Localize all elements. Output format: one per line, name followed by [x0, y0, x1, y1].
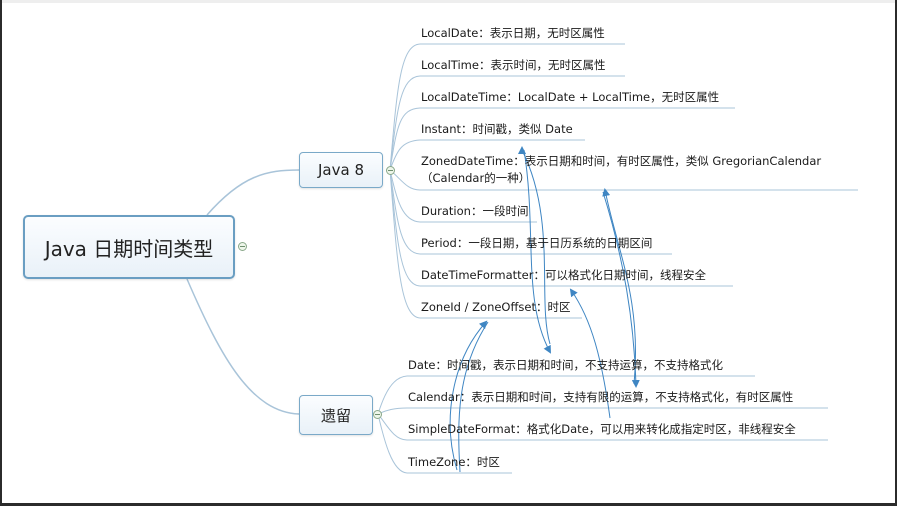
leaf-simpledateformat[interactable]: SimpleDateFormat：格式化Date，可以用来转化成指定时区，非线程…: [408, 422, 796, 436]
leaf-duration[interactable]: Duration：一段时间: [421, 204, 529, 218]
branch-legacy[interactable]: 遗留: [299, 395, 373, 435]
link-root-legacy: [186, 278, 300, 415]
relation-timezone-zoneid: [449, 320, 488, 471]
leaf-zoneddatetime-note: （Calendar的一种）: [421, 171, 531, 185]
leaf-localdatetime[interactable]: LocalDateTime：LocalDate + LocalTime，无时区属…: [421, 90, 720, 104]
top-strip: [2, 0, 895, 3]
leaf-localdate[interactable]: LocalDate：表示日期，无时区属性: [421, 26, 605, 40]
root-label: Java 日期时间类型: [44, 236, 214, 261]
leaf-calendar[interactable]: Calendar：表示日期和时间，支持有限的运算，不支持格式化，有时区属性: [408, 390, 794, 404]
relation-arrows: [449, 146, 640, 473]
relation-date-instant: [518, 146, 551, 345]
leaf-datetimeformatter[interactable]: DateTimeFormatter：可以格式化日期时间，线程安全: [421, 268, 706, 282]
leaf-period[interactable]: Period：一段日期，基于日历系统的日期区间: [421, 236, 653, 250]
leaf-date[interactable]: Date：时间戳，表示日期和时间，不支持运算，不支持格式化: [408, 358, 723, 372]
leaf-instant[interactable]: Instant：时间戳，类似 Date: [421, 122, 573, 136]
branch-java8[interactable]: Java 8: [299, 152, 383, 188]
leaf-zoneddatetime[interactable]: ZonedDateTime：表示日期和时间，有时区属性，类似 Gregorian…: [421, 154, 822, 168]
branch-legacy-label: 遗留: [320, 406, 351, 425]
relation-calendar-zoned: [602, 188, 637, 385]
java8-collapse-icon[interactable]: [386, 166, 395, 175]
legacy-collapse-icon[interactable]: [373, 410, 382, 419]
relation-sdf-dtf: [569, 288, 611, 419]
relation-zoneid-timezone: [458, 321, 489, 473]
leaf-zoneid[interactable]: ZoneId / ZoneOffset：时区: [421, 300, 571, 314]
bottom-border: [0, 503, 897, 506]
link-root-java8: [206, 169, 300, 216]
branch-java8-label: Java 8: [318, 161, 364, 179]
leaf-timezone[interactable]: TimeZone：时区: [408, 455, 500, 469]
java8-leaf-connectors: [389, 43, 858, 319]
relation-date-instant-back: [523, 149, 551, 354]
leaf-localtime[interactable]: LocalTime：表示时间，无时区属性: [421, 58, 606, 72]
root-collapse-icon[interactable]: [238, 242, 247, 251]
relation-zoned-calendar: [602, 191, 640, 388]
root-node[interactable]: Java 日期时间类型: [23, 215, 235, 279]
